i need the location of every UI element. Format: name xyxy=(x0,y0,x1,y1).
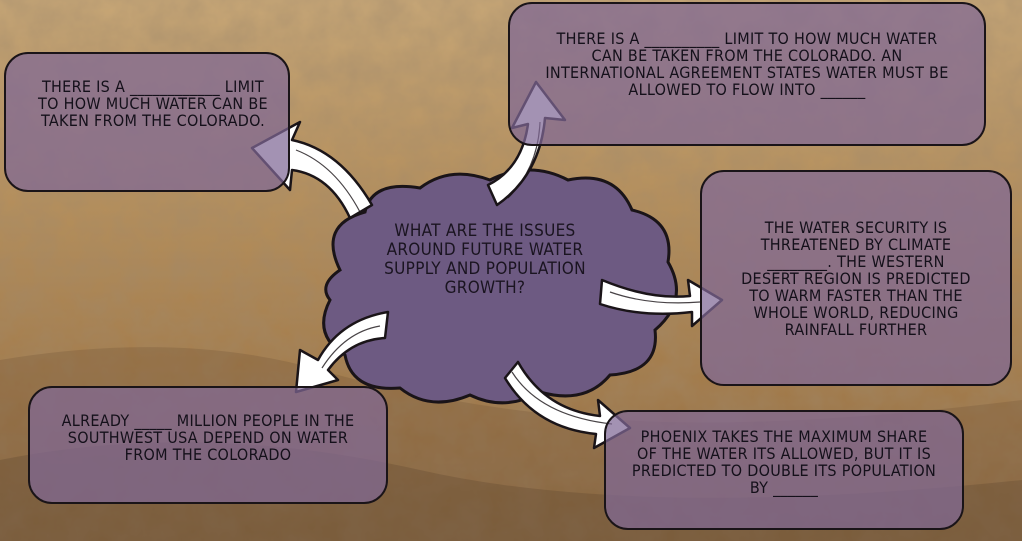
box-top-right-text: THERE IS A __________ LIMIT TO HOW MUCH … xyxy=(545,29,949,99)
box-bottom-left-text: ALREADY _____ MILLION PEOPLE IN THE SOUT… xyxy=(61,411,355,464)
box-top-right: THERE IS A __________ LIMIT TO HOW MUCH … xyxy=(508,2,986,146)
box-bottom-right: PHOENIX TAKES THE MAXIMUM SHARE OF THE W… xyxy=(604,410,964,530)
box-right-text: THE WATER SECURITY IS THREATENED BY CLIM… xyxy=(741,217,971,339)
box-top-left: THERE IS A ____________ LIMIT TO HOW MUC… xyxy=(4,52,290,192)
box-bottom-left: ALREADY _____ MILLION PEOPLE IN THE SOUT… xyxy=(28,386,388,504)
box-right: THE WATER SECURITY IS THREATENED BY CLIM… xyxy=(700,170,1012,386)
box-bottom-right-text: PHOENIX TAKES THE MAXIMUM SHARE OF THE W… xyxy=(631,427,937,497)
box-top-left-text: THERE IS A ____________ LIMIT TO HOW MUC… xyxy=(38,77,268,130)
central-question: WHAT ARE THE ISSUES AROUND FUTURE WATER … xyxy=(384,221,586,298)
